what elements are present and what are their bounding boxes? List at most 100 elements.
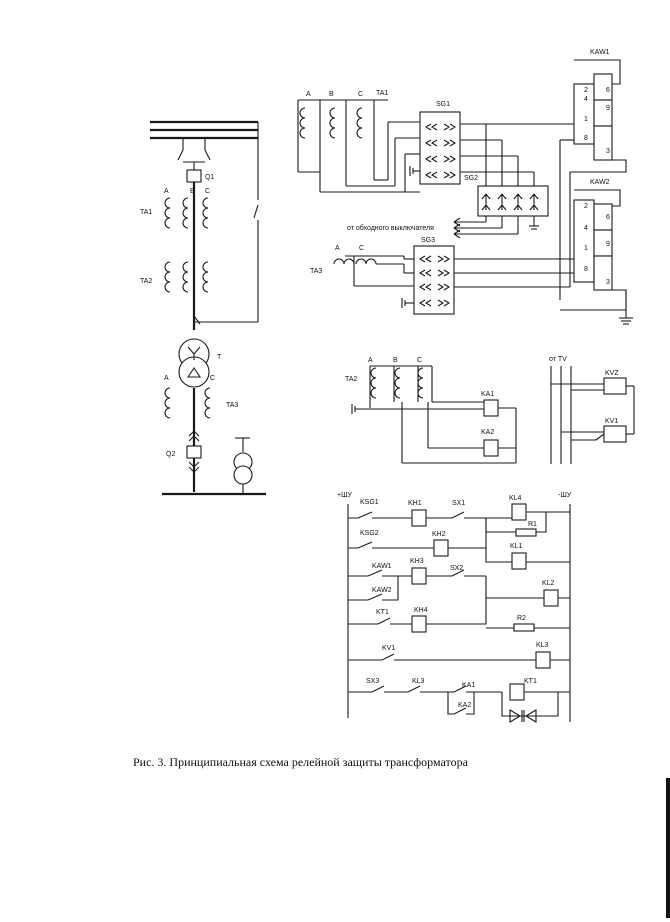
ct-top-phase-b: B bbox=[329, 91, 334, 98]
kaw2-pin-8: 8 bbox=[584, 266, 588, 273]
relay-kl4 bbox=[511, 503, 527, 521]
resistor-r1 bbox=[515, 528, 537, 537]
kaw2-pin-3: 3 bbox=[606, 279, 610, 286]
ksg2-label: KSG2 bbox=[360, 530, 379, 537]
switch-sg3: SG3 bbox=[401, 237, 590, 315]
oc-phase-c: C bbox=[417, 357, 422, 364]
minus-bus-label: -ШУ bbox=[558, 492, 572, 499]
plus-bus-label: +ШУ bbox=[337, 492, 353, 499]
breaker-q1-label: Q1 bbox=[205, 174, 214, 181]
sg1-label: SG1 bbox=[436, 101, 450, 108]
kaw1-pin-3: 3 bbox=[606, 148, 610, 155]
kaw1-pin-9: 9 bbox=[606, 105, 610, 112]
ta1-coils bbox=[164, 197, 209, 229]
figure-caption: Рис. 3. Принципиальная схема релейной за… bbox=[133, 755, 468, 769]
relay-kl1 bbox=[511, 552, 527, 570]
relay-kl3 bbox=[535, 651, 551, 669]
kh1-label: KH1 bbox=[408, 500, 422, 507]
sx2-label: SX2 bbox=[450, 565, 463, 572]
relay-kvz bbox=[603, 377, 627, 395]
sg3-label: SG3 bbox=[421, 237, 435, 244]
overcurrent-circuit: A B C TA2 KA1 KA2 bbox=[345, 357, 517, 464]
tv-source-label: от TV bbox=[549, 356, 567, 363]
kaw2-contact-label: KAW2 bbox=[372, 587, 392, 594]
kh3-label: KH3 bbox=[410, 558, 424, 565]
kh2-label: KH2 bbox=[432, 531, 446, 538]
ta3-phase-c-label: C bbox=[210, 375, 215, 382]
sg2-label: SG2 bbox=[464, 175, 478, 182]
kaw2-pin-2: 2 bbox=[584, 203, 588, 210]
kaw1-pin-4: 4 bbox=[584, 96, 588, 103]
switch-sg2: SG2 от обходного выключателя bbox=[347, 123, 549, 239]
relay-kh4 bbox=[411, 615, 427, 633]
phase-a-label: A bbox=[164, 188, 169, 195]
ta2-coils bbox=[164, 261, 209, 293]
relay-kaw2: KAW2 2 4 6 1 9 8 3 bbox=[560, 179, 633, 325]
ct-ta3-phase-c: C bbox=[359, 245, 364, 252]
ct-group-ta3: A C TA3 bbox=[310, 245, 420, 287]
kaw1-title: KAW1 bbox=[590, 49, 610, 56]
ka1-contact-label: KA1 bbox=[462, 682, 475, 689]
kaw2-pin-9: 9 bbox=[606, 241, 610, 248]
kl1-label: KL1 bbox=[510, 543, 523, 550]
r2-label: R2 bbox=[517, 615, 526, 622]
relay-kl2 bbox=[543, 589, 559, 607]
relay-kh2 bbox=[433, 539, 449, 557]
kl3-label: KL3 bbox=[536, 642, 549, 649]
page-edge-mark bbox=[666, 778, 670, 918]
transformer-label: T bbox=[217, 354, 222, 361]
relay-ka2 bbox=[483, 439, 499, 457]
ct-top-phase-c: C bbox=[358, 91, 363, 98]
oc-ct-label: TA2 bbox=[345, 376, 357, 383]
ka1-label: KA1 bbox=[481, 391, 494, 398]
diode-pair bbox=[509, 709, 537, 723]
kv1-contact-label: KV1 bbox=[382, 645, 395, 652]
ta3-phase-a-label: A bbox=[164, 375, 169, 382]
breaker-q1 bbox=[186, 169, 202, 183]
ct-ta3-title: TA3 bbox=[310, 268, 322, 275]
ta2-label: TA2 bbox=[140, 278, 152, 285]
kaw2-pin-1: 1 bbox=[584, 245, 588, 252]
oc-phase-b: B bbox=[393, 357, 398, 364]
ct-top-phase-a: A bbox=[306, 91, 311, 98]
kv1-label: KV1 bbox=[605, 418, 618, 425]
kaw1-contact-label: KAW1 bbox=[372, 563, 392, 570]
resistor-r2 bbox=[513, 623, 535, 632]
kl2-label: KL2 bbox=[542, 580, 555, 587]
ksg1-label: KSG1 bbox=[360, 499, 379, 506]
ka2-contact-label: KA2 bbox=[458, 702, 471, 709]
kvz-label: KVZ bbox=[605, 370, 619, 377]
relay-ka1 bbox=[483, 399, 499, 417]
phase-b-label: B bbox=[190, 188, 195, 195]
kaw2-pin-4: 4 bbox=[584, 225, 588, 232]
ct-ta3-phase-a: A bbox=[335, 245, 340, 252]
transformer-winding-lv bbox=[178, 356, 210, 388]
kt1-contact-label: KT1 bbox=[376, 609, 389, 616]
relay-kh3 bbox=[411, 567, 427, 585]
relay-kv1 bbox=[603, 425, 627, 443]
kaw1-pin-1: 1 bbox=[584, 116, 588, 123]
relay-kt1 bbox=[509, 683, 525, 701]
kl4-label: KL4 bbox=[509, 495, 522, 502]
oc-phase-a: A bbox=[368, 357, 373, 364]
ta3-label: TA3 bbox=[226, 402, 238, 409]
primary-one-line: Q1 A B C TA1 TA2 T A bbox=[140, 120, 266, 496]
dc-control-circuit: +ШУ -ШУ KSG1 KH1 SX1 KL4 R1 KSG2 KH2 KL1… bbox=[337, 492, 572, 723]
kh4-label: KH4 bbox=[414, 607, 428, 614]
ct-group-ta1: A B C TA1 bbox=[297, 90, 420, 193]
kt1-coil-label: KT1 bbox=[524, 678, 537, 685]
ct-top-title: TA1 bbox=[376, 90, 388, 97]
breaker-q2-label: Q2 bbox=[166, 451, 175, 458]
relay-kaw1: KAW1 2 4 6 1 9 8 3 bbox=[460, 49, 627, 300]
kaw2-title: KAW2 bbox=[590, 179, 610, 186]
voltage-circuit: от TV KVZ KV1 bbox=[549, 356, 635, 464]
sx1-label: SX1 bbox=[452, 500, 465, 507]
phase-c-label: C bbox=[205, 188, 210, 195]
relay-kh1 bbox=[411, 509, 427, 527]
kaw1-pin-8: 8 bbox=[584, 135, 588, 142]
sx3-label: SX3 bbox=[366, 678, 379, 685]
r1-label: R1 bbox=[528, 521, 537, 528]
switch-sg1: SG1 bbox=[388, 101, 461, 192]
breaker-q2 bbox=[186, 445, 202, 459]
